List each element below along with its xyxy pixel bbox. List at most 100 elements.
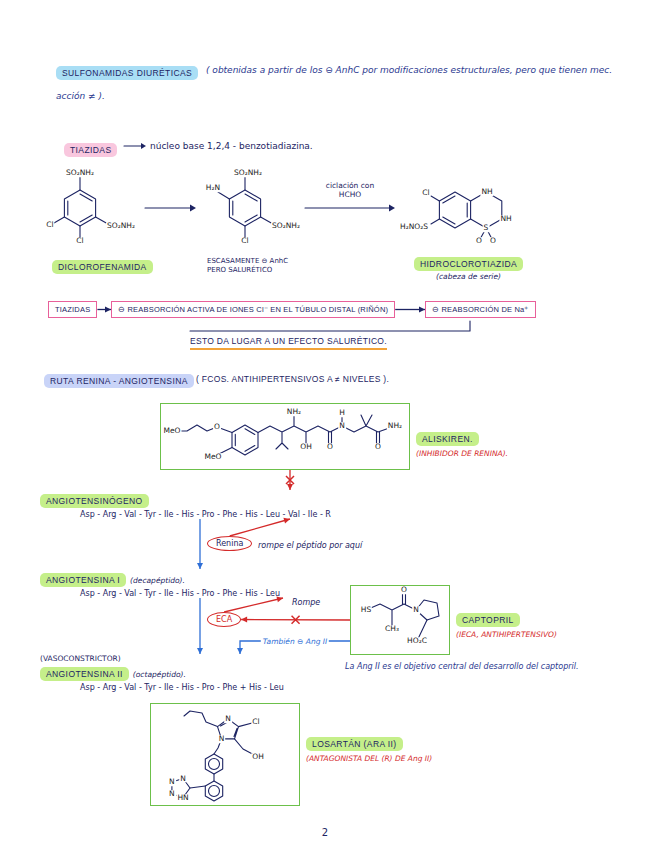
node-text: ANGIOTENSINA II <box>40 667 129 681</box>
arrow-head <box>197 648 203 654</box>
benzene-ring <box>229 190 260 226</box>
thiadiazine-ring <box>471 192 502 228</box>
node-text: CAPTOPRIL <box>456 613 520 627</box>
structure-frame <box>350 585 450 655</box>
note-text: ESTO DA LUGAR A UN EFECTO SALURÉTICO. <box>190 336 387 350</box>
node-text: ⊖ REABSORCIÓN ACTIVA DE IONES Cl⁻ EN EL … <box>118 305 388 314</box>
highlight-band: DICLOROFENAMIDA <box>52 256 153 274</box>
atom-label: N <box>218 735 226 743</box>
aromatic-circle <box>209 786 220 797</box>
peptide-block: (VASOCONSTRICTOR) ANGIOTENSINA II (octapép… <box>40 654 340 692</box>
note-text: Rompe <box>292 598 320 607</box>
atom-label: SO₂NH₂ <box>65 169 95 177</box>
atom-label: O <box>475 237 483 245</box>
node-text: (ANTAGONISTA DEL (R) DE Ang II) <box>306 754 432 763</box>
arrow-head <box>287 484 293 490</box>
atom-label: N <box>168 778 176 786</box>
note-text: ESCASAMENTE ⊖ AnhC PERO SALURÉTICO <box>207 257 307 275</box>
block-mark <box>286 476 294 484</box>
bond <box>184 711 258 788</box>
bond <box>54 177 108 238</box>
atom-label: Cl <box>240 237 249 245</box>
benzene-ring <box>64 190 95 226</box>
node-text: TIAZIDAS <box>55 305 90 314</box>
peptide-block: ANGIOTENSINA I(decapéptido).Asp - Arg - … <box>40 569 310 598</box>
node-text: (cabeza de serie) <box>414 272 523 281</box>
bond <box>172 412 395 457</box>
atom-label: HS <box>360 606 372 614</box>
atom-label: OH <box>251 753 265 761</box>
benzene-ring <box>232 425 258 455</box>
enzyme-ellipse: Renina <box>207 536 252 551</box>
structure-box: LOSARTÁN (ARA II) (ANTAGONISTA DEL (R) DE… <box>150 703 432 806</box>
atom-label: CH₃ <box>384 625 400 633</box>
node-text: TIAZIDAS <box>64 143 117 157</box>
page-number: 2 <box>322 827 328 838</box>
node-text: (IECA, ANTIHIPERTENSIVO) <box>456 630 557 639</box>
node-text: (octapéptido). <box>133 670 186 679</box>
highlight-band: TIAZIDAS <box>64 139 117 157</box>
node-text: DICLOROFENAMIDA <box>52 260 153 274</box>
arrow-head <box>190 205 196 212</box>
benzene-ring <box>439 192 470 228</box>
benzene-ring <box>205 754 222 801</box>
node-text: SULFONAMIDAS DIURÉTICAS <box>56 66 198 80</box>
atom-label: HO₂C <box>406 637 428 645</box>
note-text: núcleo base 1,2,4 - benzotiadiazina. <box>150 141 313 151</box>
atom-label: O <box>374 443 382 451</box>
node-text: Asp - Arg - Val - Tyr - Ile - His - Pro … <box>80 589 310 598</box>
atom-label: N <box>179 775 187 783</box>
atom-label: O <box>489 237 497 245</box>
node-text: RUTA RENINA - ANGIOTENSINA <box>44 374 194 388</box>
atom-label: N <box>168 790 176 798</box>
connector <box>199 519 200 569</box>
structure-box: CAPTOPRIL (IECA, ANTIHIPERTENSIVO) <box>350 585 557 655</box>
process-box: ⊖ REABSORCIÓN ACTIVA DE IONES Cl⁻ EN EL … <box>111 301 395 318</box>
node-text: Asp - Arg - Val - Tyr - Ile - His - Pro … <box>80 683 340 692</box>
node-text: ANGIOTENSINA I <box>40 573 126 587</box>
node-text: Renina <box>216 539 243 548</box>
atom-label: NH <box>480 188 493 196</box>
process-box: ⊖ REABSORCIÓN DE Na⁺ <box>425 301 536 318</box>
atom-label: N <box>412 606 420 614</box>
atom-label: MeO <box>163 427 182 435</box>
node-text: LOSARTÁN (ARA II) <box>306 737 403 751</box>
note-text: ( FCOS. ANTIHIPERTENSIVOS A ≠ NIVELES ). <box>196 374 389 384</box>
pointer-arrow <box>124 145 141 146</box>
atom-label: O <box>326 443 334 451</box>
atom-label: NH₂ <box>387 422 403 430</box>
atom-label: N <box>338 422 346 430</box>
atom-label: HN <box>176 794 189 802</box>
block-mark <box>292 616 300 624</box>
atom-label: NH <box>499 215 512 223</box>
atom-label: Cl <box>75 237 84 245</box>
atom-label: H₂N <box>205 184 221 192</box>
atom-label: Cl <box>421 189 430 197</box>
arrow-head <box>241 617 247 623</box>
bond <box>366 590 427 641</box>
atom-label: SO₂NH₂ <box>233 169 263 177</box>
atom-label: H₂NO₂S <box>399 223 429 231</box>
note-text: rompe el péptido por aquí <box>258 541 362 550</box>
node-text: (VASOCONSTRICTOR) <box>40 654 340 663</box>
reaction-arrow <box>145 207 389 208</box>
atom-label: SO₂NH₂ <box>106 222 136 230</box>
highlight-band: SULFONAMIDAS DIURÉTICAS <box>56 62 198 80</box>
arrow-head <box>237 648 243 654</box>
node-text: ANGIOTENSINÓGENO <box>40 494 149 508</box>
note-text: ( obtenidas a partir de los ⊖ AnhC por m… <box>56 57 626 109</box>
arrow-head <box>197 563 203 569</box>
arrow-label: ciclación con HCHO <box>314 181 386 199</box>
node-text: (INHIBIDOR DE RENINA). <box>416 449 508 458</box>
note-text: La Ang II es el objetivo central del des… <box>345 662 579 671</box>
atom-label: Cl <box>45 221 54 229</box>
bracket-line <box>190 321 470 331</box>
connector <box>230 519 290 536</box>
atom-label: NH₂ <box>286 408 302 416</box>
atom-label: MeO <box>204 453 223 461</box>
node-text: HIDROCLOROTIAZIDA <box>414 257 523 271</box>
